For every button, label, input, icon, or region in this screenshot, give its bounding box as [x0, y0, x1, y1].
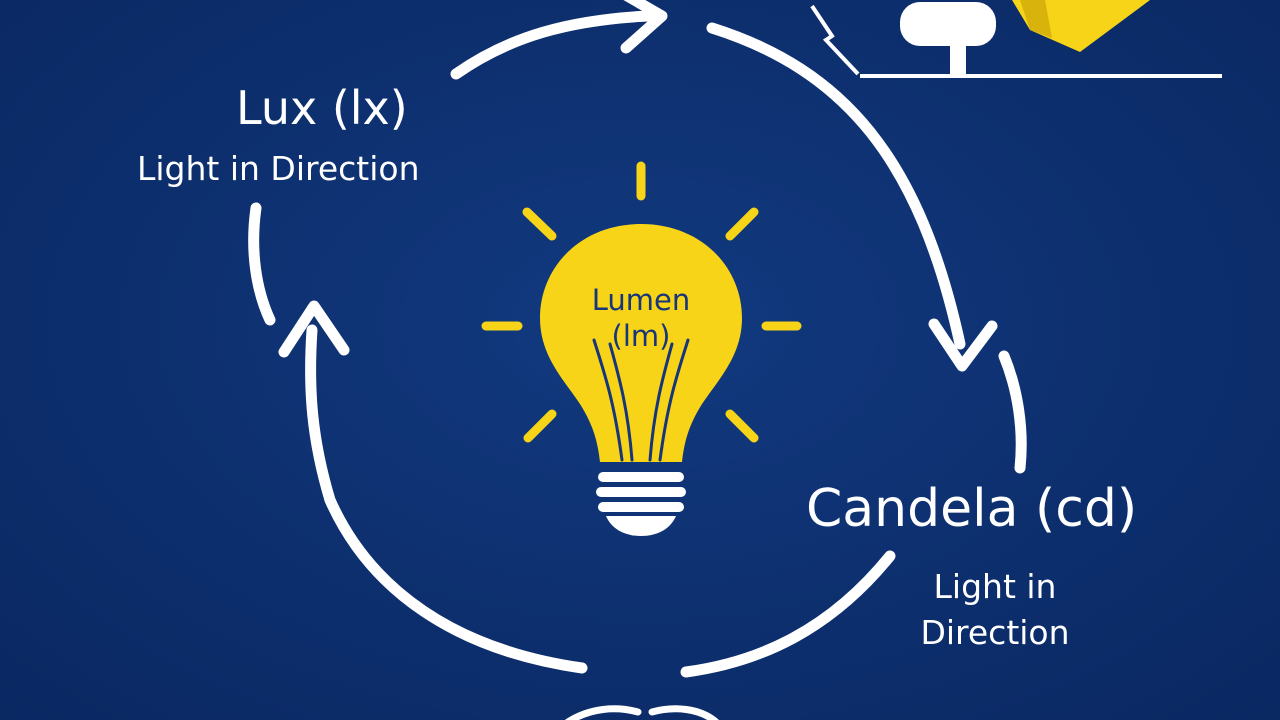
arrowhead-top — [620, 0, 668, 54]
arc-right — [706, 22, 966, 350]
cycle-arrows — [248, 0, 1027, 678]
lumen-title: Lumen — [591, 283, 691, 317]
spotlight-icon — [810, 0, 1222, 78]
arc-top — [450, 10, 654, 80]
bottom-book-icon — [565, 705, 719, 720]
base-ring-1 — [598, 472, 684, 482]
spotlight-lens-shade — [1020, 0, 1052, 38]
ray-bottom-right — [725, 409, 759, 443]
arc-left-upper — [248, 202, 276, 326]
candela-description: Light in Direction — [910, 564, 1080, 656]
filament-right — [658, 338, 690, 462]
bulb-filament — [592, 338, 690, 462]
lumen-label: Lumen (lm) — [566, 282, 716, 355]
ray-bottom-left — [523, 409, 557, 443]
arrowhead-right — [928, 318, 998, 372]
book-left-page — [565, 705, 642, 720]
base-ring-3 — [598, 502, 684, 512]
filament-right-inner — [648, 342, 674, 462]
filament-left — [592, 338, 624, 462]
lumen-unit: (lm) — [611, 319, 671, 354]
lux-description: Light in Direction — [137, 149, 420, 188]
bulb-rays — [481, 161, 802, 443]
base-cap — [606, 516, 676, 536]
spotlight-edge — [810, 4, 860, 76]
lux-title: Lux (lx) — [236, 81, 408, 135]
ray-top-left — [522, 207, 557, 241]
candela-title: Candela (cd) — [806, 479, 1138, 539]
bulb-base — [596, 472, 686, 536]
candela-description-line2: Direction — [920, 613, 1070, 653]
book-right-page — [648, 705, 719, 720]
arrowhead-left — [278, 300, 350, 358]
arc-bottom — [680, 550, 896, 678]
ray-top-right — [725, 207, 759, 241]
candela-description-line1: Light in — [933, 567, 1057, 606]
spotlight-body — [900, 2, 996, 46]
bulb-glass — [540, 224, 742, 462]
base-ring-2 — [596, 487, 686, 497]
filament-left-inner — [608, 342, 634, 462]
arc-right-lower — [998, 350, 1027, 474]
lightbulb-icon — [481, 161, 802, 536]
arc-bottom-left — [305, 324, 588, 674]
